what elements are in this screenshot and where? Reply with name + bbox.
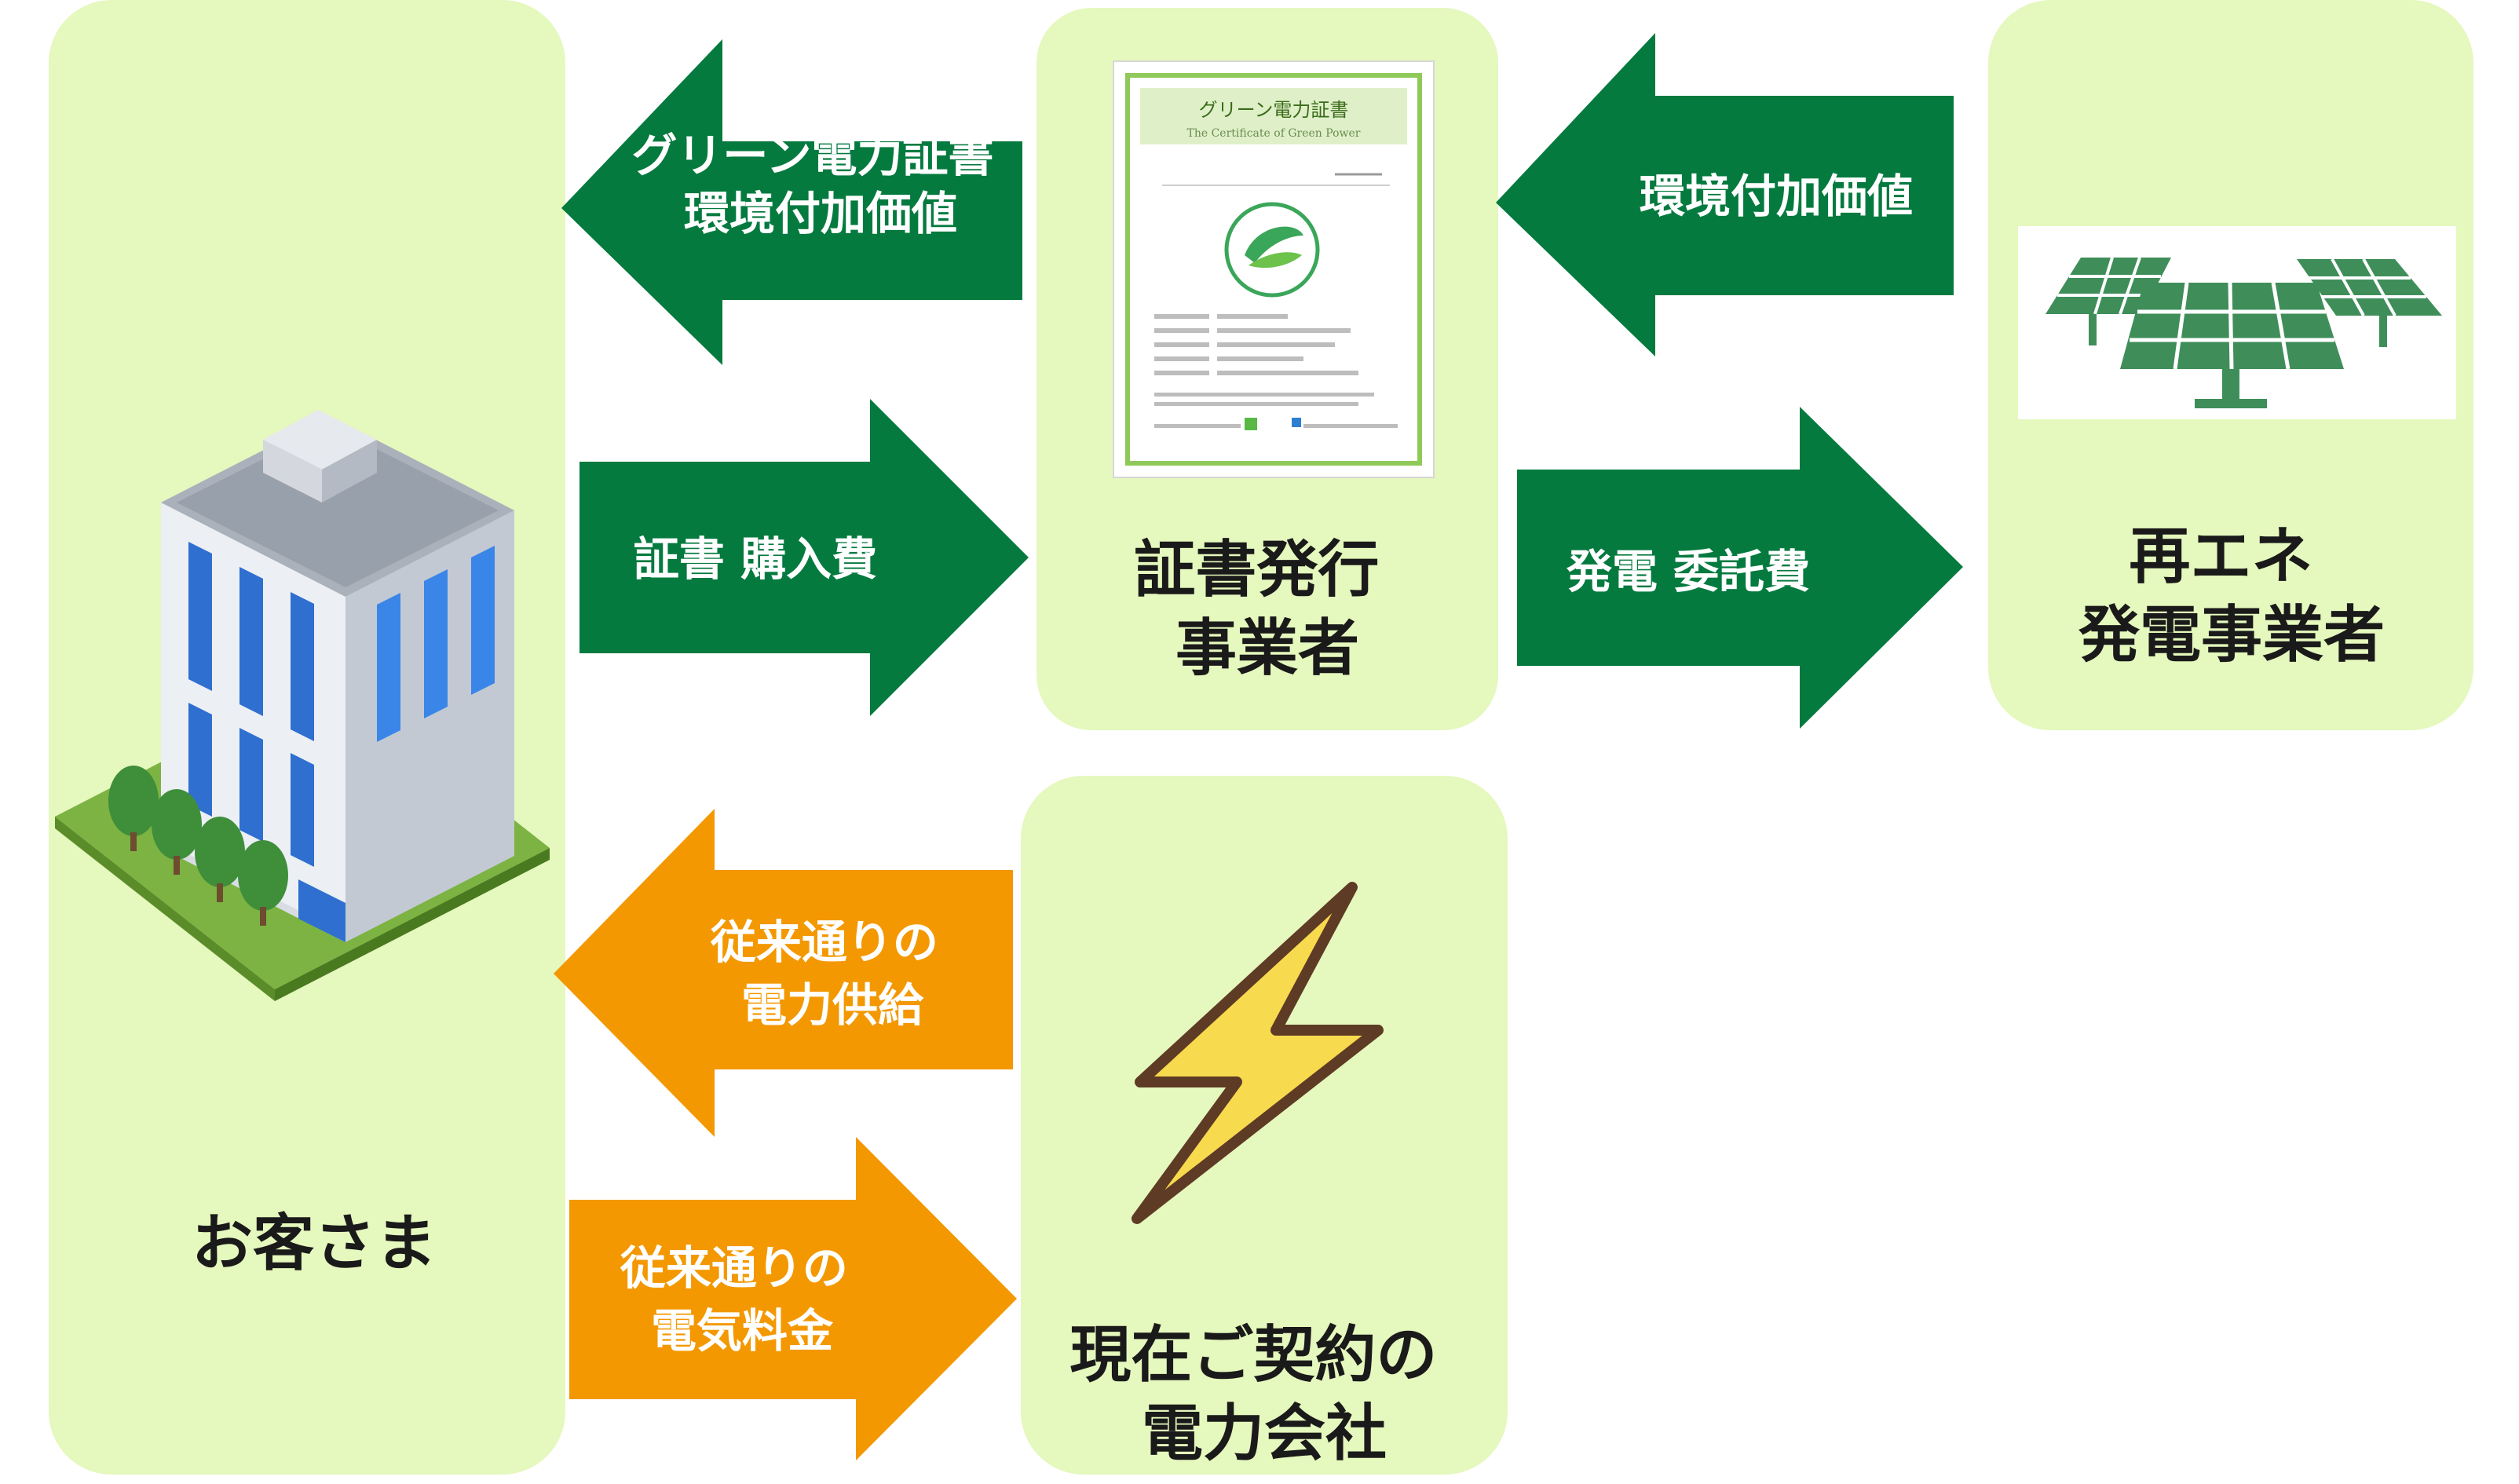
arrow-label-customer-to-utility-line2: 電気料金: [651, 1304, 834, 1358]
arrow-cert-to-customer: [561, 39, 1022, 365]
svg-text:現在ご契約の 電力会社: 現在ご契約の 電力会社: [1069, 1320, 1458, 1469]
arrow-utility-to-customer: [554, 809, 1013, 1137]
office-building-icon: [55, 410, 550, 1001]
arrow-customer-to-utility: [569, 1137, 1017, 1460]
arrow-label-customer-to-cert: 証書 購入費: [634, 532, 877, 586]
svg-text:証書 購入費: 証書 購入費: [634, 532, 877, 586]
arrow-label-utility-to-customer-line2: 電力供給: [741, 978, 924, 1032]
arrow-label-cert-to-gen: 発電 委託費: [1567, 545, 1810, 598]
svg-text:証書発行 事業者: 証書発行 事業者: [1134, 535, 1400, 684]
utility-label-line2: 電力会社: [1142, 1398, 1387, 1469]
arrow-label-gen-to-cert: 環境付加価値: [1640, 170, 1913, 223]
arrow-label-cert-to-customer-line2: 環境付加価値: [684, 187, 957, 240]
certifier-label-line1: 証書発行: [1134, 535, 1379, 605]
utility-label-line1: 現在ご契約の: [1069, 1320, 1437, 1391]
solar-panel-icon: [2018, 226, 2456, 419]
certificate-title: グリーン電力証書: [1199, 99, 1349, 121]
svg-text:従来通りの 電力供給: 従来通りの 電力供給: [710, 916, 954, 1032]
svg-text:発電 委託費: 発電 委託費: [1567, 545, 1810, 598]
arrow-gen-to-cert: [1496, 33, 1954, 356]
svg-text:お客さま: お客さま: [192, 1208, 437, 1279]
certifier-label-line2: 事業者: [1175, 613, 1359, 684]
svg-text:従来通りの 電気料金: 従来通りの 電気料金: [620, 1241, 864, 1358]
arrow-label-utility-to-customer-line1: 従来通りの: [710, 916, 938, 969]
customer-label: お客さま: [192, 1208, 437, 1279]
certificate-subtitle: The Certificate of Green Power: [1187, 127, 1361, 140]
arrow-customer-to-cert: [579, 399, 1029, 716]
svg-text:グリーン電力証書 環境付加価値: グリーン電力証書 環境付加価値: [631, 129, 1009, 240]
arrow-cert-to-gen: [1517, 407, 1963, 729]
arrow-label-customer-to-utility-line1: 従来通りの: [620, 1241, 848, 1295]
lightning-bolt-icon: [1132, 882, 1384, 1224]
green-power-certificate-icon: グリーン電力証書 The Certificate of Green Power: [1113, 60, 1435, 478]
svg-text:環境付加価値: 環境付加価値: [1640, 170, 1913, 223]
arrow-label-cert-to-customer-line1: グリーン電力証書: [631, 129, 993, 182]
generator-label-line2: 発電事業者: [2078, 600, 2385, 671]
generator-label-line1: 再エネ: [2129, 521, 2312, 592]
svg-text:再エネ 発電事業者: 再エネ 発電事業者: [2078, 521, 2385, 671]
